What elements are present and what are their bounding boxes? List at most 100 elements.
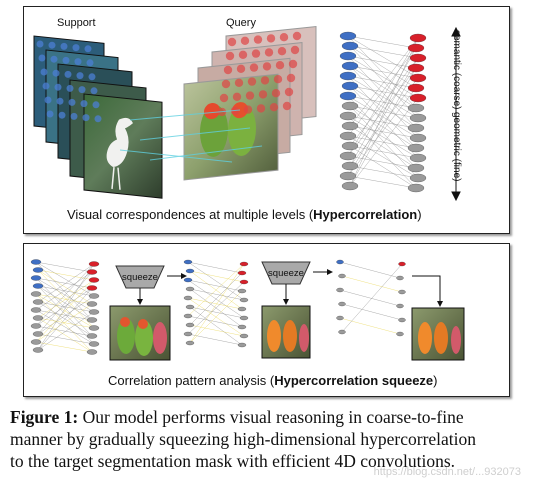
graph-node xyxy=(183,331,193,337)
support-dot xyxy=(46,110,54,118)
graph-node xyxy=(398,317,406,323)
support-dot xyxy=(58,111,66,119)
query-dot xyxy=(236,64,246,74)
arrow-icon xyxy=(412,275,443,307)
graph-node xyxy=(409,33,427,43)
support-dot xyxy=(68,98,76,106)
coarse-fine-arrow-icon xyxy=(451,26,461,202)
query-dot xyxy=(247,77,257,86)
query-dot xyxy=(232,92,242,102)
final-squeezed-graph xyxy=(336,259,406,337)
query-dot xyxy=(245,91,255,100)
graph-node xyxy=(30,323,42,329)
graph-node xyxy=(336,315,344,321)
query-dot xyxy=(249,63,259,72)
query-dot xyxy=(264,48,274,57)
query-label: Query xyxy=(226,17,256,29)
support-dot xyxy=(48,41,56,49)
graph-node xyxy=(336,259,344,265)
query-dot xyxy=(227,37,237,47)
graph-node xyxy=(338,329,346,335)
query-dot xyxy=(284,87,294,97)
graph-node xyxy=(409,93,427,103)
graph-node xyxy=(88,261,100,267)
query-dot xyxy=(240,36,250,45)
parrot-thumbnail xyxy=(411,307,465,361)
graph-node xyxy=(86,285,98,291)
support-image-stack xyxy=(33,35,163,199)
graph-node xyxy=(86,301,98,307)
graph-node xyxy=(409,173,427,183)
graph-node xyxy=(341,141,359,151)
query-dot xyxy=(253,35,263,44)
graph-node xyxy=(396,331,404,337)
graph-node xyxy=(407,183,425,193)
graph-node xyxy=(409,153,427,163)
graph-node xyxy=(407,43,425,53)
graph-node xyxy=(338,301,346,307)
parrot-thumbnail xyxy=(109,305,171,361)
query-image-stack xyxy=(183,25,317,181)
graph-node xyxy=(407,123,425,133)
query-dot xyxy=(275,60,285,70)
graph-node xyxy=(185,340,195,346)
graph-node xyxy=(86,349,98,355)
graph-node xyxy=(407,163,425,173)
top-panel-caption: Visual correspondences at multiple level… xyxy=(67,207,422,222)
support-dot xyxy=(64,70,72,78)
graph-node xyxy=(339,71,357,81)
support-dot xyxy=(38,54,46,62)
query-dot xyxy=(269,103,279,112)
graph-node xyxy=(409,53,427,63)
support-dot xyxy=(88,73,96,81)
graph-node xyxy=(407,83,425,93)
graph-node xyxy=(30,291,42,297)
graph-node xyxy=(32,331,44,337)
graph-node xyxy=(239,297,249,303)
graph-node xyxy=(183,313,193,319)
graph-node xyxy=(237,342,247,348)
query-dot xyxy=(223,65,233,75)
parrot-thumbnail xyxy=(261,305,311,359)
graph-node xyxy=(32,283,44,289)
support-dot xyxy=(86,59,94,67)
query-dot xyxy=(279,33,289,42)
query-dot xyxy=(262,62,272,71)
support-dot xyxy=(76,72,84,80)
graph-node xyxy=(339,51,357,61)
graph-node xyxy=(86,317,98,323)
graph-node xyxy=(30,275,42,281)
graph-node xyxy=(183,277,193,283)
graph-node xyxy=(407,63,425,73)
correspondence-links xyxy=(119,109,263,163)
graph-node xyxy=(237,324,247,330)
query-dot xyxy=(286,73,296,83)
graph-node xyxy=(409,113,427,123)
graph-node xyxy=(398,289,406,295)
squeeze-label-2: squeeze xyxy=(268,268,304,279)
full-hypercorrelation-graph xyxy=(30,259,100,355)
query-dot xyxy=(288,59,298,69)
graph-node xyxy=(407,143,425,153)
squeezed-hypercorrelation-graph xyxy=(183,259,249,348)
watermark: https://blog.csdn.net/...932073 xyxy=(373,466,521,478)
graph-node xyxy=(86,269,98,275)
support-dot xyxy=(54,83,62,91)
graph-node xyxy=(239,261,249,267)
query-dot xyxy=(234,78,244,88)
graph-node xyxy=(339,151,357,161)
graph-node xyxy=(409,133,427,143)
graph-node xyxy=(185,304,195,310)
support-dot xyxy=(42,82,50,90)
graph-node xyxy=(183,259,193,265)
graph-node xyxy=(339,131,357,141)
support-dot xyxy=(44,96,52,104)
support-dot xyxy=(70,112,78,120)
squeeze-label-1: squeeze xyxy=(122,272,158,283)
graph-node xyxy=(341,121,359,131)
graph-node xyxy=(339,31,357,41)
graph-node xyxy=(237,288,247,294)
graph-node xyxy=(30,259,42,265)
support-dot xyxy=(72,44,80,52)
graph-node xyxy=(185,286,195,292)
